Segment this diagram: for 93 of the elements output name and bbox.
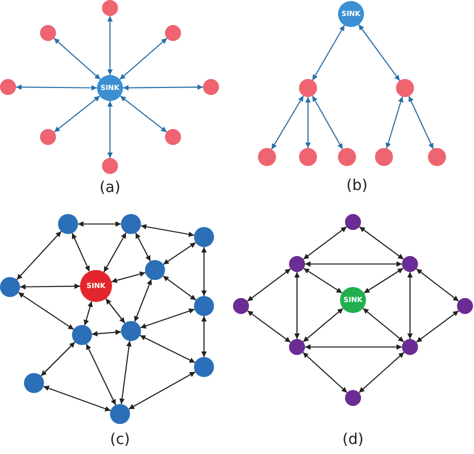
panel-label: (c) xyxy=(110,430,130,448)
node-circle xyxy=(40,25,56,41)
node-circle xyxy=(165,25,181,41)
node-circle xyxy=(72,325,92,345)
double-arrow xyxy=(123,84,203,91)
double-arrow xyxy=(20,284,80,290)
node-circle xyxy=(375,148,393,166)
panel-label: (d) xyxy=(342,430,364,448)
node-circle xyxy=(299,79,317,97)
node-circle xyxy=(40,129,56,145)
double-arrow xyxy=(416,310,459,343)
double-arrow xyxy=(162,275,196,301)
node-circle xyxy=(402,339,418,355)
double-arrow xyxy=(358,352,404,394)
node-circle xyxy=(338,148,356,166)
double-arrow xyxy=(78,221,121,227)
node-circle xyxy=(402,256,418,272)
double-arrow xyxy=(407,272,413,339)
double-arrow xyxy=(302,308,344,342)
node-circle xyxy=(299,148,317,166)
double-arrow xyxy=(84,301,93,326)
double-arrow xyxy=(86,344,116,406)
double-arrow xyxy=(134,279,152,322)
node-circle xyxy=(121,321,141,341)
double-arrow xyxy=(54,38,101,80)
double-arrow xyxy=(271,95,304,150)
double-arrow xyxy=(247,268,291,302)
double-arrow xyxy=(107,16,113,75)
double-arrow xyxy=(105,298,126,324)
panel-label: (b) xyxy=(346,176,368,194)
double-arrow xyxy=(364,268,404,294)
double-arrow xyxy=(140,308,195,329)
double-arrow xyxy=(302,352,348,394)
double-arrow xyxy=(294,272,300,339)
node-circle xyxy=(165,129,181,145)
node-circle xyxy=(233,298,249,314)
double-arrow xyxy=(107,101,113,158)
double-arrow xyxy=(312,24,345,80)
double-arrow xyxy=(16,230,62,280)
double-arrow xyxy=(305,261,402,267)
node-circle xyxy=(258,148,276,166)
node-circle xyxy=(345,214,361,230)
node-circle xyxy=(121,214,141,234)
node-circle xyxy=(0,277,20,297)
double-arrow xyxy=(103,232,127,272)
double-arrow xyxy=(111,271,146,284)
node-circle xyxy=(457,298,473,314)
double-arrow xyxy=(162,242,196,265)
node-circle xyxy=(58,214,78,234)
node-circle xyxy=(102,0,118,16)
node-circle xyxy=(194,357,214,377)
double-arrow xyxy=(247,310,291,343)
double-arrow xyxy=(140,334,196,364)
double-arrow xyxy=(140,224,194,237)
double-arrow xyxy=(128,371,196,410)
node-circle xyxy=(345,390,361,406)
double-arrow xyxy=(40,342,76,376)
double-arrow xyxy=(416,268,459,302)
double-arrow xyxy=(408,96,434,150)
node-circle xyxy=(194,296,214,316)
node-circle xyxy=(289,339,305,355)
double-arrow xyxy=(359,226,404,260)
double-arrow xyxy=(18,292,74,330)
double-arrow xyxy=(312,96,344,150)
node-circle xyxy=(145,260,165,280)
panel-label: (a) xyxy=(100,178,120,196)
double-arrow xyxy=(362,308,404,342)
node-circle xyxy=(110,404,130,424)
node-circle xyxy=(194,227,214,247)
double-arrow xyxy=(120,96,168,133)
double-arrow xyxy=(92,330,122,336)
double-arrow xyxy=(303,268,342,294)
node-circle xyxy=(203,79,219,95)
double-arrow xyxy=(72,232,90,272)
double-arrow xyxy=(305,344,402,350)
double-arrow xyxy=(358,24,400,82)
node-circle xyxy=(24,373,44,393)
double-arrow xyxy=(119,340,132,404)
node-circle xyxy=(102,158,118,174)
double-arrow xyxy=(135,232,151,262)
double-arrow xyxy=(43,386,111,412)
double-arrow xyxy=(386,96,404,149)
node-circle xyxy=(0,79,16,95)
double-arrow xyxy=(54,96,100,132)
double-arrow xyxy=(16,84,97,91)
double-arrow xyxy=(305,97,311,148)
node-circle xyxy=(396,79,414,97)
node-circle xyxy=(428,148,446,166)
double-arrow xyxy=(303,226,347,260)
node-circle xyxy=(289,256,305,272)
double-arrow xyxy=(201,247,207,296)
double-arrow xyxy=(201,316,207,357)
double-arrow xyxy=(119,38,168,80)
